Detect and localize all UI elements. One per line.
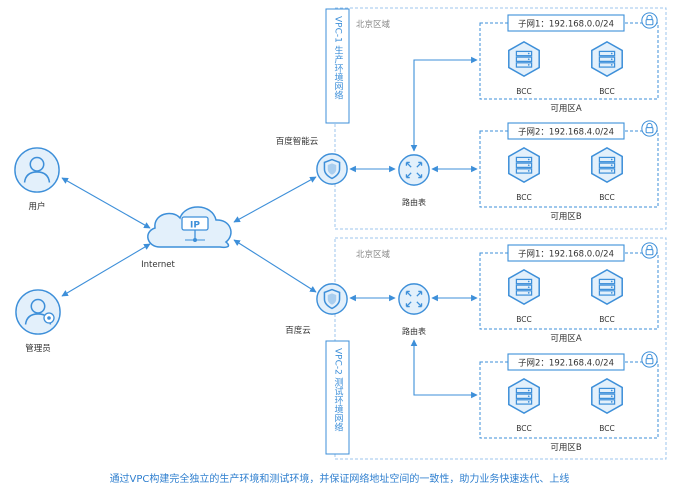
vpc2-region-box — [334, 237, 667, 460]
bcc-label: BCC — [599, 424, 615, 433]
vpc1-subnet2-label-box — [507, 122, 625, 140]
admin-internet-link — [61, 243, 151, 297]
bcc-icon — [508, 269, 540, 305]
bcc-icon — [508, 378, 540, 414]
vpc2-subnet1-label: 子网1：192.168.0.0/24 — [518, 250, 614, 260]
diagram-caption: 通过VPC构建完全独立的生产环境和测试环境，并保证网络地址空间的一致性，助力业务… — [109, 474, 570, 485]
vpc1-router-subnet1-link — [410, 56, 478, 152]
vpc2-subnet1-label-box — [507, 244, 625, 262]
vpc2-subnet2-label: 子网2：192.168.4.0/24 — [518, 359, 614, 369]
internet-label: Internet — [141, 260, 175, 270]
vpc1-subnet2-box — [479, 130, 659, 208]
vpc2-router-subnet2-link — [410, 339, 478, 399]
bcc-label: BCC — [516, 424, 532, 433]
bcc-label: BCC — [516, 193, 532, 202]
user-label: 用户 — [28, 201, 45, 212]
bcc-label: BCC — [599, 87, 615, 96]
bcc-icon — [508, 41, 540, 77]
admin-icon — [15, 289, 61, 335]
vpc1-subnet2-label: 子网2：192.168.4.0/24 — [518, 128, 614, 138]
vpc1-group: VPC-1 生产环境网络 北京区域 百度智能云 路由表 子网1：192.168.… — [276, 7, 667, 230]
vpc1-router-label: 路由表 — [402, 197, 426, 207]
vpc2-shield-icon — [316, 283, 348, 315]
vpc1-title: VPC-1 生产环境网络 — [333, 16, 344, 101]
vpc2-router-icon — [398, 283, 430, 315]
vpc2-group: VPC-2 测试环境网络 北京区域 百度云 路由表 子网1：192.168.0.… — [285, 237, 667, 460]
vpc2-title: VPC-2 测试环境网络 — [333, 348, 344, 433]
vpc1-subnet1-label: 子网1：192.168.0.0/24 — [518, 20, 614, 30]
vpc1-zone-a-label: 可用区A — [550, 104, 582, 114]
bcc-icon — [591, 378, 623, 414]
vpc1-zone-b-label: 可用区B — [550, 212, 582, 222]
bcc-label: BCC — [599, 193, 615, 202]
vpc1-region-label: 北京区域 — [356, 19, 391, 30]
vpc2-zone-a-label: 可用区A — [550, 334, 582, 344]
bcc-label: BCC — [516, 87, 532, 96]
vpc1-cloud-label: 百度智能云 — [276, 136, 319, 147]
vpc2-zone-b-label: 可用区B — [550, 443, 582, 453]
vpc1-subnet2-lock-icon — [641, 120, 658, 137]
vpc1-router-icon — [398, 154, 430, 186]
internet-vpc2-link — [233, 239, 317, 293]
vpc1-subnet1-label-box — [507, 14, 625, 32]
vpc2-title-box — [325, 340, 350, 455]
bcc-icon — [508, 147, 540, 183]
user-icon — [14, 147, 60, 193]
vpc1-subnet1-box — [479, 22, 659, 100]
bcc-label: BCC — [516, 315, 532, 324]
ip-text: IP — [190, 221, 200, 231]
admin-label: 管理员 — [25, 343, 51, 354]
bcc-label: BCC — [599, 315, 615, 324]
vpc2-region-label: 北京区域 — [356, 249, 391, 260]
vpc2-router-label: 路由表 — [402, 326, 426, 336]
vpc2-subnet2-lock-icon — [641, 351, 658, 368]
vpc2-subnet1-box — [479, 252, 659, 330]
vpc2-cloud-label: 百度云 — [285, 325, 311, 336]
internet-vpc1-link — [233, 176, 317, 223]
user-internet-link — [61, 177, 151, 229]
vpc1-shield-icon — [316, 153, 348, 185]
vpc1-subnet1-lock-icon — [641, 12, 658, 29]
vpc2-subnet2-box — [479, 361, 659, 439]
internet-cloud-icon — [147, 206, 232, 249]
bcc-icon — [591, 41, 623, 77]
bcc-icon — [591, 269, 623, 305]
vpc1-region-box — [334, 7, 667, 230]
vpc1-title-box — [325, 8, 350, 124]
bcc-icon — [591, 147, 623, 183]
vpc2-subnet1-lock-icon — [641, 242, 658, 259]
vpc2-subnet2-label-box — [507, 353, 625, 371]
